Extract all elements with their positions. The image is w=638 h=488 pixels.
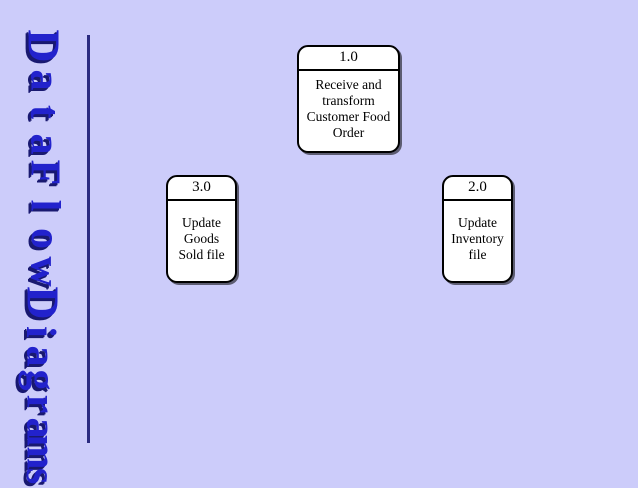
title-letter: o xyxy=(21,228,68,249)
title-letter: a xyxy=(17,345,63,367)
title-word-diagrams: D i a g r a m s xyxy=(0,286,88,488)
title-letter: r xyxy=(17,394,63,414)
title-letter: w xyxy=(21,256,68,287)
process-box-2-0[interactable]: 2.0 Update Inventory file xyxy=(442,175,513,283)
title-letter: t xyxy=(21,105,67,119)
process-number: 2.0 xyxy=(444,177,511,201)
page-title: D a t a F l o w D i a g r a m s xyxy=(0,28,88,484)
diagram-canvas: D a t a F l o w D i a g r a m s 1.0 Rece… xyxy=(0,28,513,484)
process-label: Receive and transform Customer Food Orde… xyxy=(299,71,398,151)
title-word-flow: F l o w xyxy=(0,156,88,288)
process-label: Update Inventory file xyxy=(444,201,511,281)
process-box-1-0[interactable]: 1.0 Receive and transform Customer Food … xyxy=(297,45,400,153)
process-label-line: Inventory xyxy=(451,230,504,246)
process-label-line: Update xyxy=(182,214,221,230)
process-label-line: Order xyxy=(332,125,365,141)
process-label-line: file xyxy=(468,247,487,263)
process-label: Update Goods Sold file xyxy=(168,201,235,281)
title-letter: g xyxy=(17,369,63,391)
process-label-line: Receive and xyxy=(315,76,382,92)
title-letter: D xyxy=(17,286,69,320)
title-word-data: D a t a xyxy=(0,28,88,160)
title-letter: l xyxy=(21,199,68,212)
process-label-line: Customer Food xyxy=(306,109,391,124)
title-letter: D xyxy=(18,29,70,63)
title-letter: a xyxy=(21,69,67,91)
title-letter: i xyxy=(16,326,63,338)
process-number: 1.0 xyxy=(299,47,398,71)
process-label-line: Sold file xyxy=(178,247,225,263)
process-label-line: Goods xyxy=(183,230,220,246)
process-label-line: Update xyxy=(458,214,497,230)
vertical-divider xyxy=(87,35,90,443)
process-box-3-0[interactable]: 3.0 Update Goods Sold file xyxy=(166,175,237,283)
process-label-line: transform xyxy=(322,92,375,108)
process-number: 3.0 xyxy=(168,177,235,201)
title-letter: a xyxy=(21,133,67,155)
title-letter: F xyxy=(21,159,68,186)
title-letter: m xyxy=(17,434,63,470)
title-letter: s xyxy=(16,467,63,485)
